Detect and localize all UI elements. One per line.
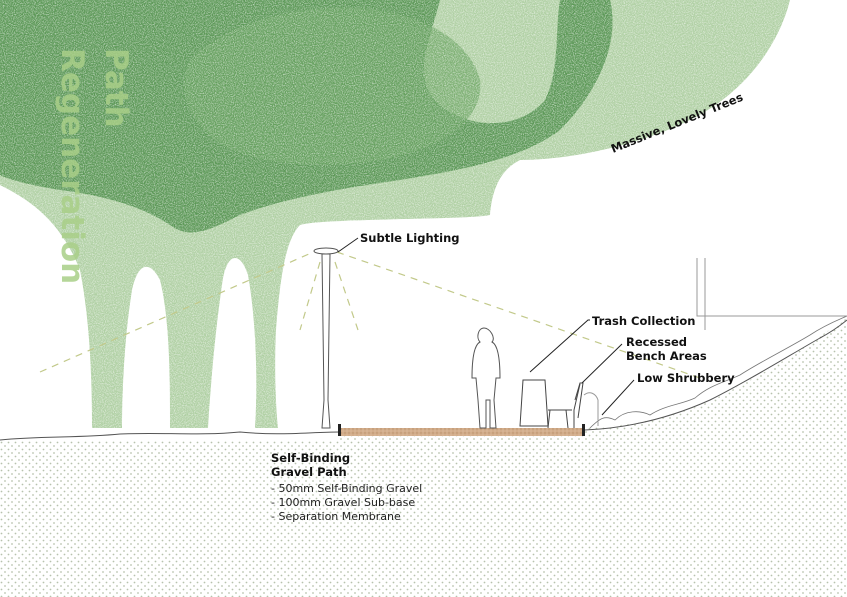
bench-seat: [547, 383, 581, 429]
path-edge-right: [582, 424, 585, 436]
label-bench-line2: Bench Areas: [626, 349, 707, 363]
path-layer-3: - Separation Membrane: [271, 510, 401, 523]
gravel-path-label: Self-Binding Gravel Path - 50mm Self-Bin…: [271, 451, 422, 523]
light-beams: [39, 249, 701, 379]
building-outline: [696, 258, 847, 330]
leader-lines: [337, 237, 635, 416]
title-line1: Path: [98, 48, 134, 128]
path-layer-2: - 100mm Gravel Sub-base: [271, 496, 415, 509]
bench-backrest: [574, 382, 584, 419]
path-layer-1: - 50mm Self-Binding Gravel: [271, 482, 422, 495]
bench-area: [519, 379, 599, 429]
label-lighting: Subtle Lighting: [360, 231, 460, 245]
label-path-line2: Gravel Path: [271, 465, 347, 479]
vertical-title: Path Regeneration: [54, 48, 134, 284]
title-line2: Regeneration: [54, 48, 90, 284]
path-edge-left: [338, 424, 341, 436]
canopy-mid-mass: [184, 7, 481, 165]
label-bench-line1: Recessed: [626, 335, 687, 349]
person-figure: [471, 327, 501, 429]
hedge: [583, 392, 599, 426]
label-trash: Trash Collection: [592, 314, 695, 328]
trash-bin: [519, 379, 549, 427]
shrubbery-edge: [589, 315, 847, 429]
ground-fill: [0, 318, 847, 597]
label-path-line1: Self-Binding: [271, 451, 350, 465]
label-shrubbery: Low Shrubbery: [637, 371, 735, 385]
lamp-post: [313, 247, 339, 429]
ground-line: [0, 319, 847, 441]
lamp-head: [313, 247, 339, 255]
gravel-path: [340, 428, 584, 436]
ground-section: [0, 315, 847, 597]
tree-canopy: [0, 0, 790, 428]
